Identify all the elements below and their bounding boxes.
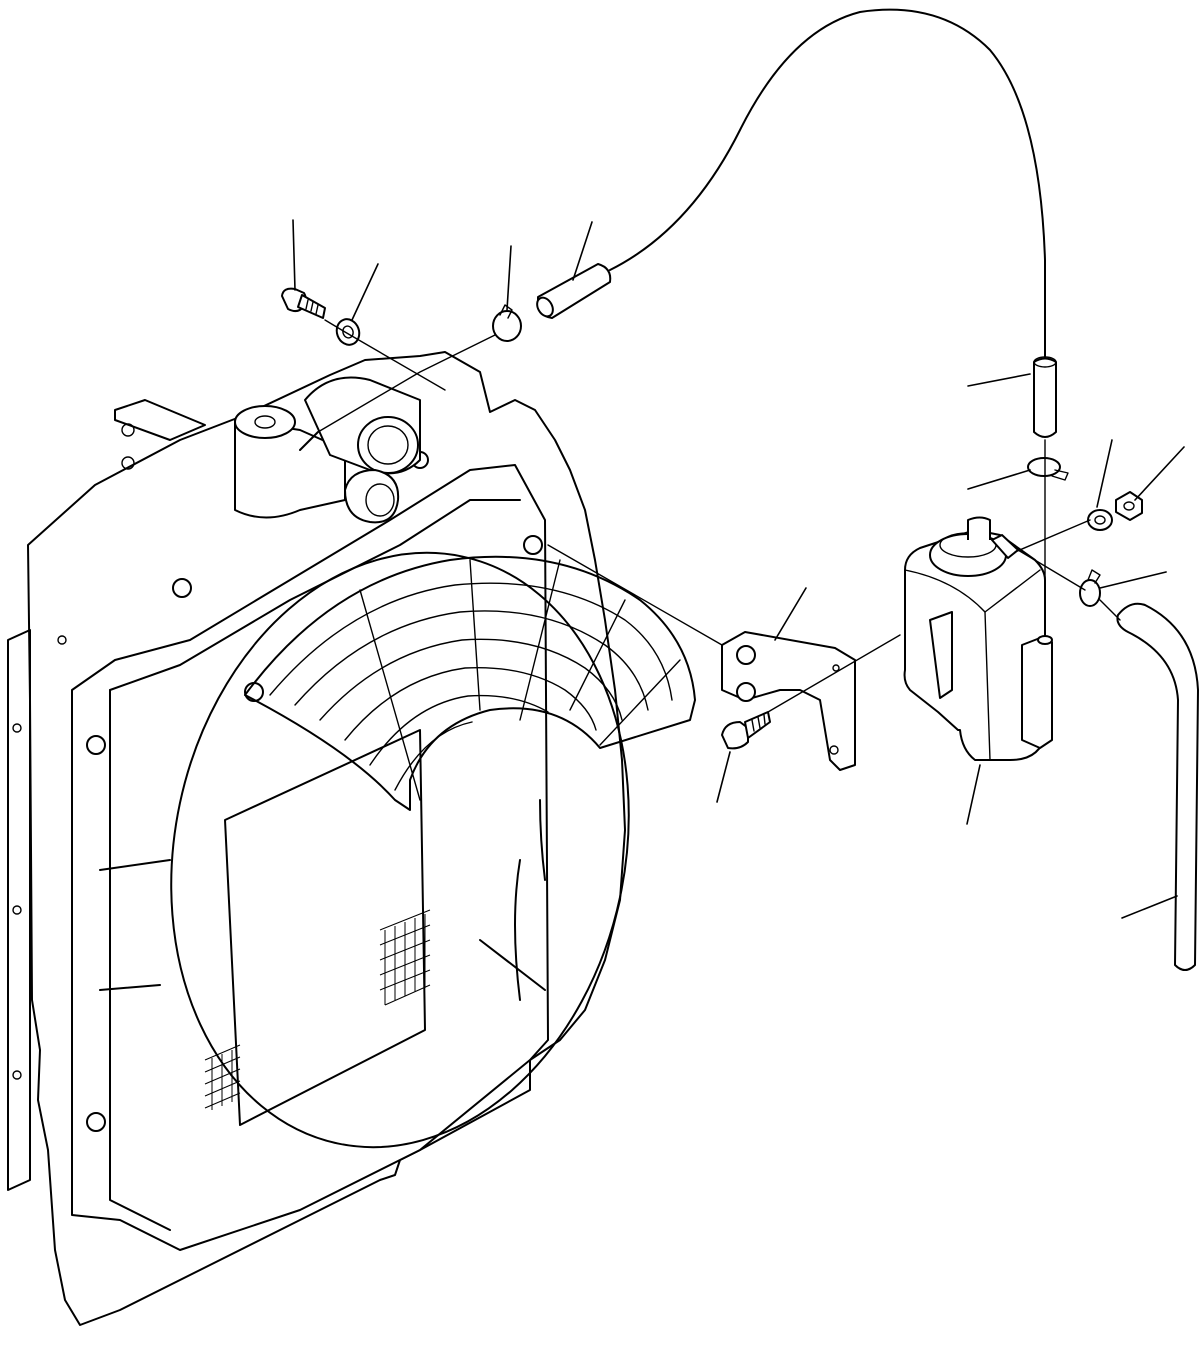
clamp-icon	[1079, 579, 1101, 607]
assembly-guide-lines	[317, 319, 1121, 713]
washer-top	[335, 318, 361, 346]
leader-washer-right	[1096, 439, 1113, 508]
leader-sleeve-tank	[967, 373, 1031, 387]
leader-bracket-bolt	[716, 751, 731, 803]
leader-bracket	[774, 587, 807, 641]
callout-leaders	[292, 219, 1185, 919]
hose-sleeve-tank	[1033, 356, 1057, 438]
overflow-tube	[609, 8, 1046, 361]
top-left-bracket	[114, 399, 206, 441]
bracket-bolt	[721, 711, 771, 750]
washer-icon	[1087, 509, 1113, 531]
washer-right	[1087, 509, 1113, 531]
core-left-edge	[109, 689, 171, 1231]
core-panel	[224, 729, 426, 1126]
sleeve-icon	[1033, 357, 1057, 438]
radiator-filler-neck	[234, 376, 421, 524]
leader-reserve-tank	[966, 764, 981, 825]
clamp-icon	[492, 310, 522, 342]
washer-icon	[335, 318, 361, 346]
bolt-icon	[721, 721, 749, 750]
leader-washer-top	[351, 263, 379, 321]
flange-hole	[12, 723, 22, 733]
mounting-bolt-top	[281, 287, 326, 319]
flange-hole	[12, 905, 22, 915]
clamp-icon	[1027, 457, 1061, 477]
left-flange	[7, 629, 31, 1191]
fan-shroud-guard	[244, 555, 696, 811]
leader-clamp-top	[506, 245, 512, 311]
radiator-frame	[71, 464, 549, 1251]
reserve-tank	[903, 516, 1053, 761]
radiator-assembly	[7, 351, 630, 1326]
leader-drain-hose	[1121, 895, 1178, 919]
fan-shroud-ring	[170, 551, 630, 1149]
hose-sleeve-top	[536, 263, 612, 319]
hose-clamp-tank	[1027, 457, 1069, 481]
leader-clamp-tank	[967, 469, 1031, 490]
leader-sleeve-top	[572, 221, 593, 281]
hose-clamp-drain	[1079, 569, 1101, 607]
tank-icon	[903, 529, 1046, 761]
drain-hose	[1116, 602, 1199, 971]
leader-nut-right	[1134, 446, 1185, 501]
leader-clamp-drain	[1099, 571, 1167, 589]
core-mesh	[204, 909, 431, 1110]
tank-bracket	[721, 631, 856, 771]
flange-hole	[12, 1070, 22, 1080]
plate-hole	[57, 635, 67, 645]
leader-bolt-top	[292, 219, 296, 291]
hose-clamp-top	[492, 304, 522, 342]
